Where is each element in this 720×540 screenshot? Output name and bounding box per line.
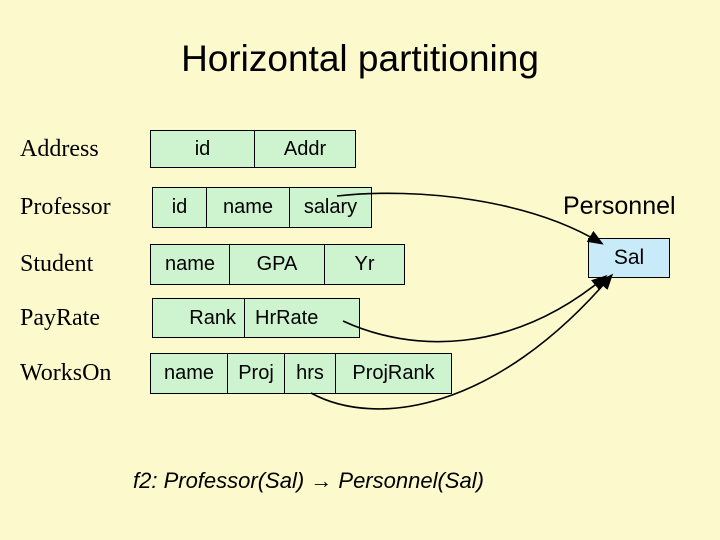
attribute-cell-yr: Yr: [325, 245, 404, 284]
slide-title: Horizontal partitioning: [181, 38, 539, 79]
relation-table-workson: name Proj hrs ProjRank: [150, 353, 452, 394]
attribute-cell-gpa: GPA: [230, 245, 325, 284]
relation-table-payrate: Rank HrRate: [152, 298, 360, 338]
attribute-cell-rank: Rank: [153, 299, 245, 337]
relation-label-payrate: PayRate: [20, 305, 100, 331]
attribute-cell-id: id: [153, 188, 207, 227]
relation-label-professor: Professor: [20, 194, 111, 220]
relation-table-professor: id name salary: [152, 187, 372, 228]
attribute-cell-proj: Proj: [228, 354, 285, 393]
attribute-cell-name: name: [151, 245, 230, 284]
relation-table-address: id Addr: [150, 130, 356, 168]
relation-label-address: Address: [20, 136, 99, 162]
attribute-cell-hrrate: HrRate: [245, 299, 359, 337]
attribute-cell-name: name: [207, 188, 290, 227]
partition-formula: f2: Professor(Sal) → Personnel(Sal): [133, 468, 484, 493]
arrow-hrrate-to-sal: [342, 274, 608, 343]
attribute-cell-name: name: [151, 354, 228, 393]
attribute-cell-salary: salary: [290, 188, 371, 227]
attribute-cell-hrs: hrs: [285, 354, 336, 393]
attribute-cell-addr: Addr: [255, 131, 355, 167]
attribute-cell-id: id: [151, 131, 255, 167]
fragment-table-personnel: Sal: [588, 238, 670, 278]
relation-label-student: Student: [20, 251, 94, 277]
relation-label-workson: WorksOn: [20, 360, 112, 386]
attribute-cell-sal: Sal: [613, 246, 645, 269]
fragment-label-personnel: Personnel: [563, 192, 676, 220]
relation-table-student: name GPA Yr: [150, 244, 405, 285]
attribute-cell-projrank: ProjRank: [336, 354, 451, 393]
arrow-salary-to-sal: [336, 192, 604, 245]
